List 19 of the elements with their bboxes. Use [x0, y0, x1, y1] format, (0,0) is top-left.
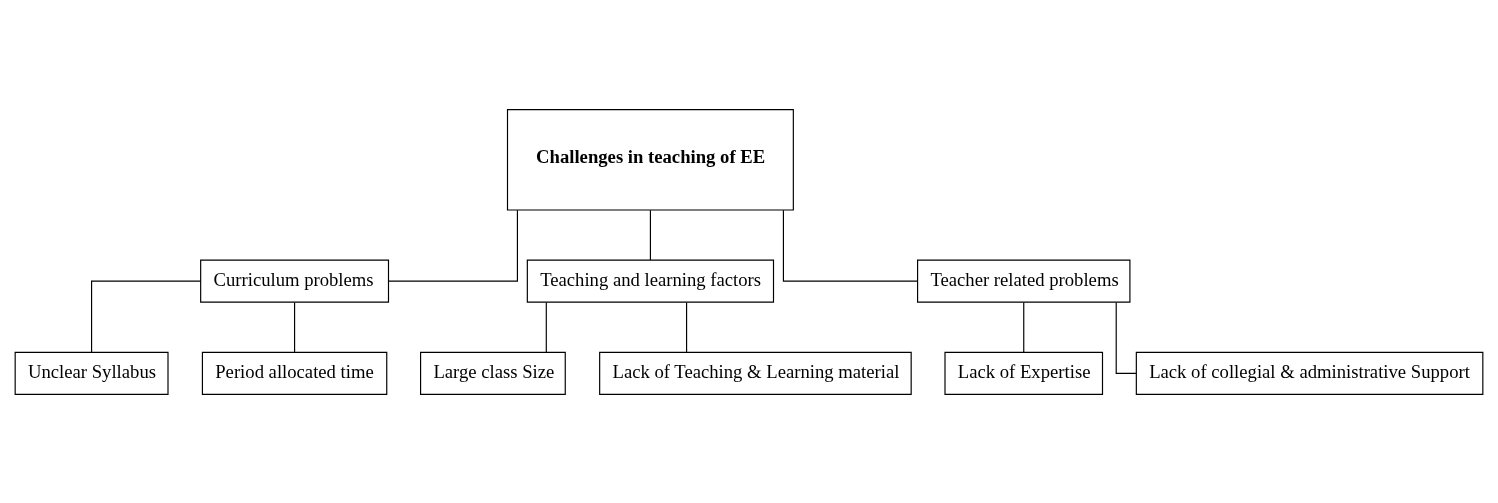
connector	[649, 209, 651, 261]
connector	[686, 301, 688, 353]
node-box: Curriculum problems	[200, 259, 390, 303]
connector	[1115, 301, 1137, 374]
node-box: Teacher related problems	[917, 259, 1131, 303]
connector	[1023, 301, 1025, 353]
node-box: Lack of Teaching & Learning material	[599, 351, 912, 395]
node-box: Large class Size	[420, 351, 566, 395]
connector	[294, 301, 296, 353]
connector	[545, 301, 547, 353]
connector	[91, 280, 202, 353]
node-box: Lack of collegial & administrative Support	[1135, 351, 1484, 395]
node-box: Lack of Expertise	[944, 351, 1104, 395]
node-box: Teaching and learning factors	[526, 259, 775, 303]
node-box: Unclear Syllabus	[14, 351, 169, 395]
connector	[388, 209, 518, 282]
node-box: Period allocated time	[201, 351, 388, 395]
connector	[782, 209, 918, 282]
node-box: Challenges in teaching of EE	[506, 108, 794, 211]
